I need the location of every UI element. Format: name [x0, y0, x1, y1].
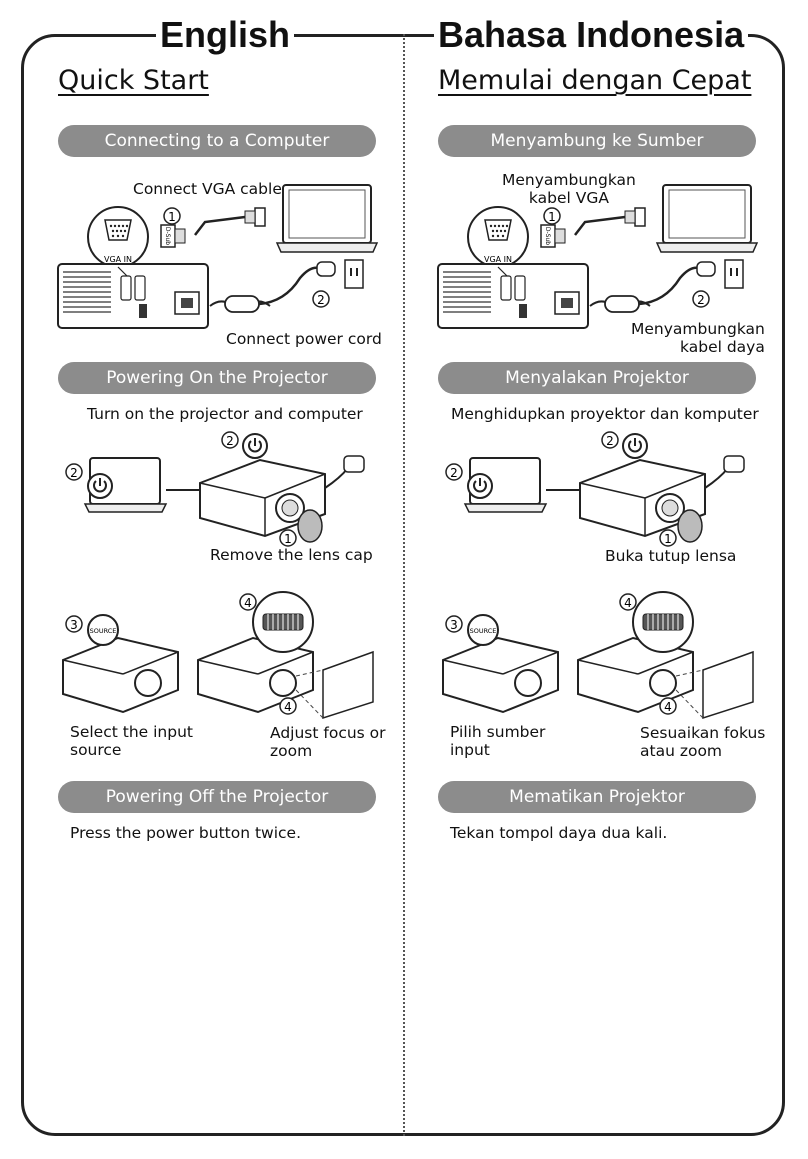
- step-4-icon: 4: [619, 593, 637, 611]
- step-2-icon: 2: [445, 463, 463, 481]
- column-divider: [403, 34, 405, 1136]
- svg-text:SOURCE: SOURCE: [90, 627, 117, 635]
- remove-cap-caption: Remove the lens cap: [210, 546, 373, 564]
- power-cord-icon: [209, 259, 364, 313]
- svg-text:1: 1: [168, 210, 176, 224]
- page-title: Quick Start: [58, 65, 209, 96]
- svg-text:4: 4: [244, 596, 252, 610]
- section-menyambung: Menyambung ke Sumber: [438, 125, 756, 157]
- source-button-icon: SOURCE: [87, 614, 119, 646]
- source-focus-illustration: SOURCE 3 4 4: [62, 591, 374, 720]
- power-button-icon: [622, 433, 648, 459]
- svg-text:D-Sub: D-Sub: [164, 227, 171, 245]
- svg-text:4: 4: [284, 700, 292, 714]
- vga-cable-icon: D-Sub: [540, 207, 646, 248]
- step-1-icon: 1: [163, 207, 181, 225]
- laptop-icon: [275, 184, 379, 253]
- svg-text:2: 2: [70, 466, 78, 480]
- projector-icon: [579, 458, 706, 538]
- turn-on-caption: Turn on the projector and computer: [87, 405, 363, 423]
- svg-text:D-Sub: D-Sub: [544, 227, 551, 245]
- power-on-illustration-id: 2 2 1: [445, 431, 745, 547]
- section-menyalakan: Menyalakan Projektor: [438, 362, 756, 394]
- projector-icon: [199, 458, 326, 538]
- focus-ring-callout: [632, 591, 694, 653]
- screen-icon: [675, 650, 754, 720]
- svg-text:1: 1: [664, 532, 672, 546]
- section-powering-off: Powering Off the Projector: [58, 781, 376, 813]
- section-powering-on: Powering On the Projector: [58, 362, 376, 394]
- projector-rear-icon: [437, 263, 589, 329]
- step-2-icon: 2: [221, 431, 239, 449]
- step-1-icon: 1: [659, 529, 677, 547]
- connection-illustration: D-Sub 1 VGA IN 2: [57, 184, 379, 329]
- screen-icon: [295, 650, 374, 720]
- step-2-icon: 2: [65, 463, 83, 481]
- step-4-icon: 4: [659, 697, 677, 715]
- svg-text:2: 2: [226, 434, 234, 448]
- power-on-illustration: 2 2 1: [65, 431, 365, 547]
- page-title-id: Memulai dengan Cepat: [438, 65, 752, 96]
- section-mematikan: Mematikan Projektor: [438, 781, 756, 813]
- projector-icon: [442, 636, 559, 714]
- power-button-icon: [467, 473, 493, 499]
- step-2-icon: 2: [601, 431, 619, 449]
- svg-text:VGA IN: VGA IN: [484, 255, 512, 264]
- section-connecting: Connecting to a Computer: [58, 125, 376, 157]
- svg-text:3: 3: [70, 618, 78, 632]
- indonesian-header: Bahasa Indonesia: [434, 12, 749, 58]
- lens-cap-icon: [677, 509, 703, 543]
- power-cord-icon: [589, 259, 744, 313]
- projector-rear-icon: [57, 263, 209, 329]
- press-power-caption: Press the power button twice.: [70, 824, 302, 842]
- step-2-icon: 2: [312, 290, 330, 308]
- svg-text:2: 2: [317, 293, 325, 307]
- connection-illustration-id: D-Sub 1 VGA IN 2: [437, 184, 759, 329]
- svg-text:VGA IN: VGA IN: [104, 255, 132, 264]
- connect-vga-caption: Connect VGA cable: [133, 180, 282, 198]
- vga-cable-icon: D-Sub: [160, 207, 266, 248]
- svg-text:1: 1: [284, 532, 292, 546]
- svg-text:1: 1: [548, 210, 556, 224]
- press-power-caption-id: Tekan tompol daya dua kali.: [450, 824, 668, 842]
- vga-port-callout: VGA IN: [467, 206, 529, 268]
- focus-ring-callout: [252, 591, 314, 653]
- source-button-icon: SOURCE: [467, 614, 499, 646]
- laptop-icon: [655, 184, 759, 253]
- projector-icon: [197, 636, 314, 714]
- step-1-icon: 1: [543, 207, 561, 225]
- power-button-icon: [242, 433, 268, 459]
- connect-power-caption: Connect power cord: [226, 330, 382, 348]
- step-2-icon: 2: [692, 290, 710, 308]
- step-3-icon: 3: [65, 615, 83, 633]
- svg-text:4: 4: [664, 700, 672, 714]
- step-3-icon: 3: [445, 615, 463, 633]
- svg-text:2: 2: [697, 293, 705, 307]
- projector-icon: [62, 636, 179, 714]
- step-4-icon: 4: [279, 697, 297, 715]
- svg-text:2: 2: [450, 466, 458, 480]
- lens-cap-icon: [297, 509, 323, 543]
- turn-on-caption-id: Menghidupkan proyektor dan komputer: [451, 405, 759, 423]
- step-4-icon: 4: [239, 593, 257, 611]
- vga-port-callout: VGA IN: [87, 206, 149, 268]
- projector-icon: [577, 636, 694, 714]
- remove-cap-caption-id: Buka tutup lensa: [605, 547, 737, 565]
- english-header: English: [156, 12, 295, 58]
- svg-text:3: 3: [450, 618, 458, 632]
- power-button-icon: [87, 473, 113, 499]
- svg-text:2: 2: [606, 434, 614, 448]
- source-focus-illustration-id: SOURCE 3 4 4: [442, 591, 754, 720]
- svg-text:4: 4: [624, 596, 632, 610]
- step-1-icon: 1: [279, 529, 297, 547]
- svg-text:SOURCE: SOURCE: [470, 627, 497, 635]
